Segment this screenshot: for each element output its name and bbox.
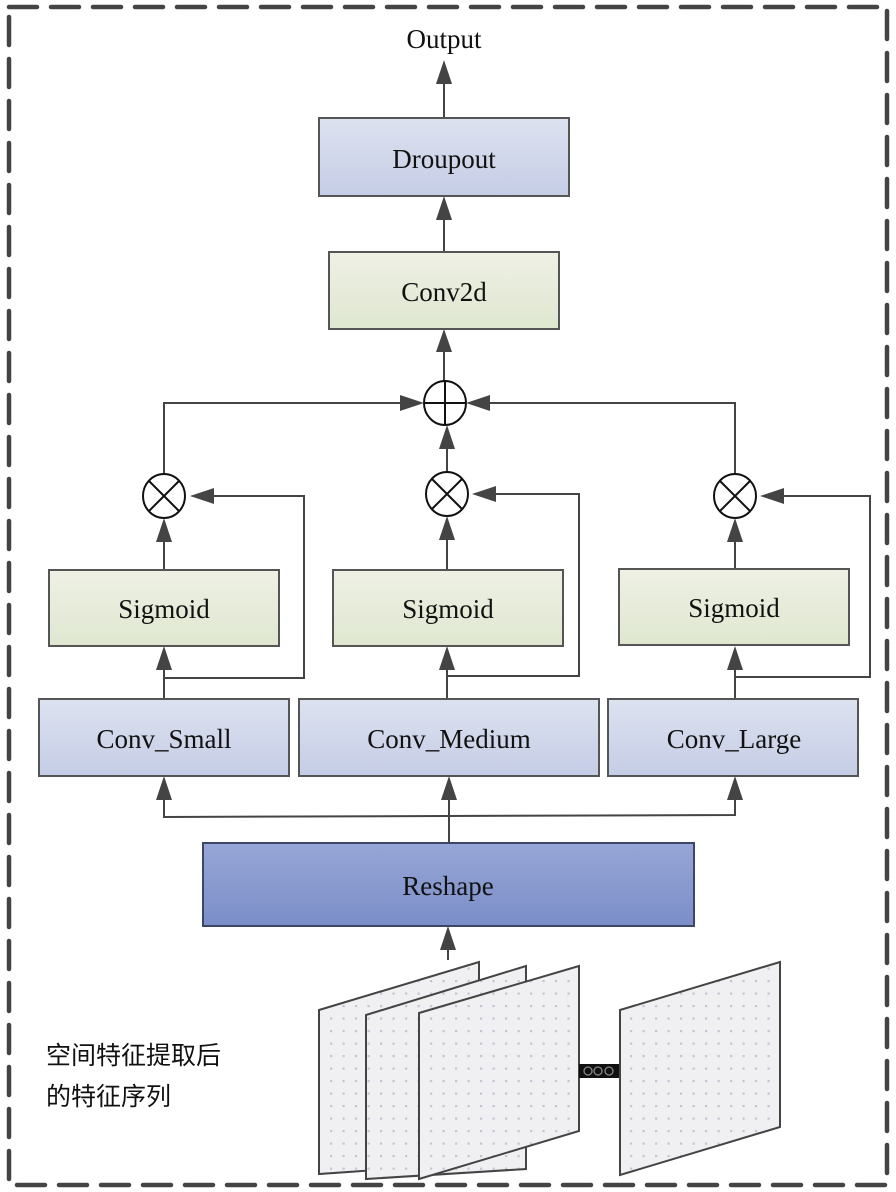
multiply-operator-icon xyxy=(713,473,757,519)
arrow-conv-to-sigmoid xyxy=(727,646,743,699)
sum-operator-icon xyxy=(423,380,467,426)
conv2d-label: Conv2d xyxy=(401,277,487,307)
arrow-dropout-to-output xyxy=(436,60,452,118)
arrow-skip-to-multiply xyxy=(164,488,305,679)
sigmoid-label: Sigmoid xyxy=(118,594,210,624)
conv-medium-block xyxy=(298,698,600,777)
branch-large: Sigmoid Conv_Large xyxy=(607,473,871,777)
ellipsis-connector-icon xyxy=(579,1064,619,1078)
arrow-middle-branch-to-sum xyxy=(439,425,455,474)
output-label: Output xyxy=(406,24,482,54)
arrow-left-branch-to-sum xyxy=(163,395,424,474)
dropout-label: Droupout xyxy=(392,144,496,174)
conv-large-label: Conv_Large xyxy=(667,724,801,754)
arrow-skip-to-multiply xyxy=(447,486,580,677)
dashed-frame xyxy=(6,4,890,1188)
arrow-conv2d-to-dropout xyxy=(436,196,452,252)
arrow-input-to-reshape xyxy=(440,926,456,960)
multiply-operator-icon xyxy=(142,473,186,519)
conv2d-block: Conv2d xyxy=(328,251,560,330)
feature-map-plane xyxy=(418,964,580,1181)
reshape-block: Reshape xyxy=(202,842,695,927)
branch-small: Sigmoid Conv_Small xyxy=(38,473,305,777)
sigmoid-label: Sigmoid xyxy=(402,594,494,624)
arrow-sigmoid-to-multiply xyxy=(727,518,743,569)
arrow-conv-to-sigmoid xyxy=(439,646,455,699)
arrow-conv-to-sigmoid xyxy=(156,646,172,699)
input-caption-line1: 空间特征提取后 xyxy=(46,1041,221,1070)
dropout-block: Droupout xyxy=(318,117,570,197)
input-feature-maps xyxy=(318,960,781,1181)
arrow-skip-to-multiply xyxy=(735,488,871,678)
arrow-reshape-fanout xyxy=(156,776,743,843)
sigmoid-block xyxy=(332,569,564,647)
feature-map-plane xyxy=(619,960,781,1177)
arrow-sigmoid-to-multiply xyxy=(439,516,455,570)
sigmoid-block xyxy=(618,568,850,646)
branch-medium: Sigmoid Conv_Medium xyxy=(298,471,600,777)
multiply-operator-icon xyxy=(425,471,469,517)
conv-small-label: Conv_Small xyxy=(96,724,231,754)
sigmoid-label: Sigmoid xyxy=(688,593,780,623)
arrow-sigmoid-to-multiply xyxy=(156,518,172,570)
arrow-sum-to-conv2d xyxy=(436,329,452,382)
conv-medium-label: Conv_Medium xyxy=(367,724,531,754)
arrow-right-branch-to-sum xyxy=(466,395,736,474)
reshape-label: Reshape xyxy=(402,871,493,901)
conv-small-block xyxy=(38,698,290,777)
conv-large-block xyxy=(607,698,859,777)
input-caption-line2: 的特征序列 xyxy=(46,1082,171,1111)
